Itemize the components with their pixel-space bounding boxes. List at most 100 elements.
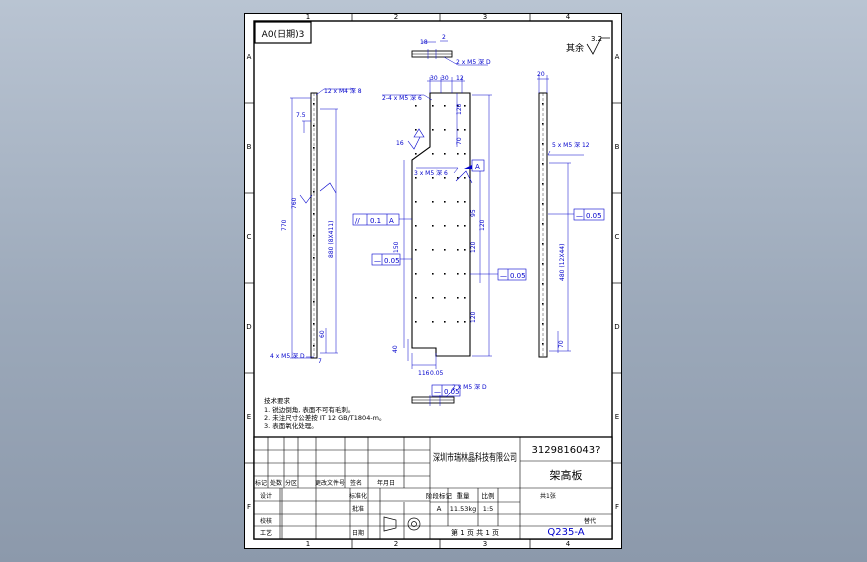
rev-header-date: 年月日: [377, 479, 395, 487]
center-dim-40: 40: [392, 345, 399, 353]
hole-mark: [464, 321, 466, 323]
datum-a-box: A: [464, 159, 485, 172]
hole-mark: [444, 273, 446, 275]
hole-mark: [432, 153, 434, 155]
hole-mark: [444, 249, 446, 251]
tolerance-flat-frame-4: — 0.05: [431, 384, 461, 397]
flat2-value: 0.05: [510, 272, 526, 280]
hole-mark: [542, 323, 544, 325]
tolerance-flat-frame-1: — 0.05: [371, 253, 412, 266]
hole-mark: [457, 177, 459, 179]
role-design: 设计: [260, 492, 272, 500]
roughness-value: 3.2: [591, 35, 602, 43]
zone-row-c-right: C: [615, 233, 620, 241]
zone-col-1: 1: [306, 13, 310, 21]
hole-mark: [432, 273, 434, 275]
hole-mark: [313, 213, 315, 215]
rev-header-doc: 更改文件号: [315, 479, 345, 487]
zone-row-d: D: [246, 323, 251, 331]
right-thread-callout: 5 x M5 深 12: [552, 141, 590, 149]
replaces-label: 替代: [584, 517, 596, 525]
parallel-value: 0.1: [370, 217, 381, 225]
center-dim-12: 12: [456, 75, 464, 82]
flat4-symbol: —: [434, 388, 441, 396]
title-block: 深圳市瑞林晶科技有限公司 3129816043? 架高板 Q235-A 阶段标记…: [253, 436, 613, 540]
flat1-symbol: —: [374, 257, 381, 265]
hole-mark: [464, 273, 466, 275]
hole-mark: [415, 225, 417, 227]
hole-mark: [457, 225, 459, 227]
top-hole-callout: 2 x M5 深 D: [456, 58, 491, 66]
hole-mark: [444, 225, 446, 227]
left-part-view: 12 x M4 深 8 7.5 770 760 880 (8X411) 60 4…: [270, 87, 362, 365]
reference-stamp: A0(日期)3: [254, 21, 312, 44]
hole-mark: [457, 153, 459, 155]
roughness-symbol: 其余 3.2: [566, 35, 610, 55]
hole-mark: [457, 249, 459, 251]
hole-mark: [432, 129, 434, 131]
left-dim-880: 880 (8X411): [328, 221, 335, 258]
drawing-number: 3129816043?: [532, 445, 601, 456]
center-dim-30b: 30: [441, 75, 449, 82]
weight-value: 11.53kg: [450, 505, 477, 513]
flat2-symbol: —: [500, 272, 507, 280]
hole-mark: [415, 273, 417, 275]
company-name: 深圳市瑞林晶科技有限公司: [433, 451, 517, 464]
zone-row-b: B: [247, 143, 252, 151]
hole-mark: [432, 105, 434, 107]
left-dim-60: 60: [319, 330, 326, 338]
center-dim-120-c: 120: [470, 311, 477, 323]
left-roughness-icon-2: [319, 182, 337, 194]
top-dim-18: 18: [420, 39, 428, 46]
hole-mark: [464, 153, 466, 155]
center-dim-120-a: 120: [479, 219, 486, 231]
center-part-view: 30 30 12 2-4 x M5 深 6 120 70 3 x M5 深 6 …: [382, 75, 492, 377]
hole-mark: [444, 321, 446, 323]
hole-mark: [444, 297, 446, 299]
hole-mark: [542, 283, 544, 285]
bottom-detail-view: 2 x M5 深 D: [411, 383, 487, 406]
scale-label: 比例: [482, 491, 495, 500]
hole-mark: [457, 297, 459, 299]
stage-value: A: [437, 505, 442, 513]
left-thread-callout: 12 x M4 深 8: [324, 87, 362, 95]
bottom-hole-callout: 2 x M5 深 D: [452, 383, 487, 391]
zone-col-4-bottom: 4: [566, 540, 571, 548]
zone-markers: 1 2 3 4 1 2 3 4 A B C D E F A B C D E F: [246, 13, 619, 548]
zone-row-f-right: F: [615, 503, 619, 511]
center-dim-16: 16: [396, 140, 404, 147]
hole-mark: [432, 321, 434, 323]
role-check: 校核: [260, 517, 272, 525]
drawing-canvas: 1 2 3 4 1 2 3 4 A B C D E F A B C D E F …: [244, 13, 622, 549]
center-dim-150: 150: [393, 241, 400, 253]
hole-mark: [415, 153, 417, 155]
right-part-view: 20 5 x M5 深 12 480 (12X44) 70: [537, 71, 590, 358]
rev-header-mark: 标记: [255, 479, 267, 487]
part-name: 架高板: [550, 468, 583, 482]
hole-mark: [444, 129, 446, 131]
zone-col-3-bottom: 3: [483, 540, 487, 548]
weight-label: 重量: [457, 492, 471, 500]
rev-header-zone: 分区: [285, 479, 297, 487]
approve-label: 批准: [352, 505, 364, 513]
stage-label: 阶段标记: [426, 491, 453, 500]
notes-title: 技术要求: [264, 396, 291, 405]
hole-mark: [432, 177, 434, 179]
roughness-check-icon: [586, 37, 610, 55]
zone-row-f: F: [247, 503, 251, 511]
hole-mark: [432, 201, 434, 203]
left-dim-7-5: 7.5: [296, 112, 306, 119]
hole-mark: [432, 297, 434, 299]
right-dim-20: 20: [537, 71, 545, 78]
zone-row-d-right: D: [614, 323, 619, 331]
datum-a-label: A: [475, 163, 480, 171]
roughness-label: 其余: [566, 42, 584, 54]
left-dim-760: 760: [291, 197, 298, 209]
zone-col-4: 4: [566, 13, 571, 21]
hole-mark: [464, 225, 466, 227]
hole-mark: [415, 105, 417, 107]
hole-mark: [542, 243, 544, 245]
hole-mark: [464, 105, 466, 107]
flat4-value: 0.05: [444, 388, 460, 396]
right-dim-480: 480 (12X44): [559, 244, 566, 281]
